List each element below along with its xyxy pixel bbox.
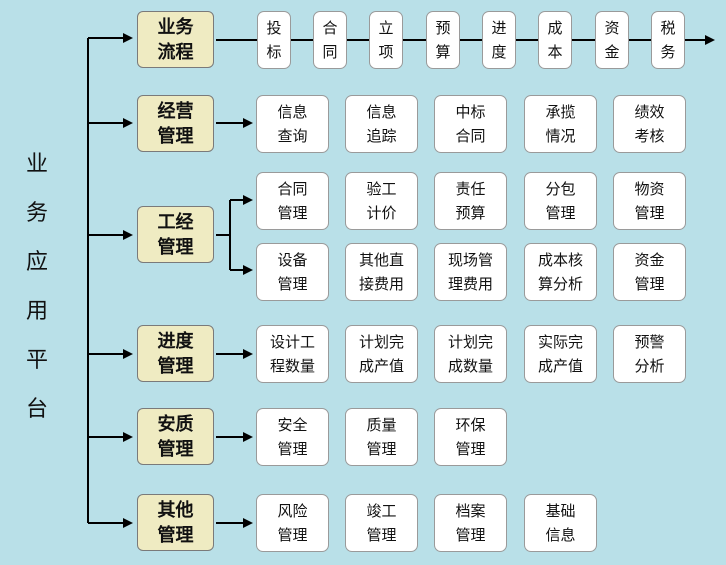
module-label: 实际完 成产值 bbox=[537, 333, 583, 375]
module-label: 绩效 考核 bbox=[634, 103, 665, 145]
module-label: 计划完 成产值 bbox=[358, 333, 404, 375]
module-item: 计划完 成产值 bbox=[345, 325, 418, 383]
module-label: 信息 追踪 bbox=[366, 103, 397, 145]
module-item: 竣工 管理 bbox=[345, 494, 418, 552]
platform-title-text: 业 务 应 用 平 台 bbox=[25, 152, 48, 422]
module-label: 现场管 理费用 bbox=[447, 251, 493, 293]
module-label: 中标 合同 bbox=[455, 103, 486, 145]
module-item: 设备 管理 bbox=[256, 243, 329, 301]
category-label: 进度 管理 bbox=[157, 330, 194, 377]
category-safety-quality: 安质 管理 bbox=[137, 408, 214, 465]
module-item: 资金 管理 bbox=[613, 243, 686, 301]
module-label: 竣工 管理 bbox=[366, 502, 397, 544]
module-label: 分包 管理 bbox=[545, 180, 576, 222]
step-label: 预 算 bbox=[435, 19, 451, 61]
module-item: 风险 管理 bbox=[256, 494, 329, 552]
step-label: 税 务 bbox=[660, 19, 676, 61]
module-item: 信息 查询 bbox=[256, 95, 329, 153]
platform-title: 业 务 应 用 平 台 bbox=[22, 140, 52, 434]
module-label: 安全 管理 bbox=[277, 416, 308, 458]
module-item: 安全 管理 bbox=[256, 408, 329, 466]
step-label: 合 同 bbox=[322, 19, 338, 61]
category-progress-management: 进度 管理 bbox=[137, 325, 214, 382]
step-item: 进 度 bbox=[482, 11, 516, 69]
module-label: 验工 计价 bbox=[366, 180, 397, 222]
module-label: 档案 管理 bbox=[455, 502, 486, 544]
module-label: 质量 管理 bbox=[366, 416, 397, 458]
module-item: 信息 追踪 bbox=[345, 95, 418, 153]
category-label: 安质 管理 bbox=[157, 413, 194, 460]
step-label: 资 金 bbox=[604, 19, 620, 61]
step-item: 成 本 bbox=[538, 11, 572, 69]
module-item: 设计工 程数量 bbox=[256, 325, 329, 383]
category-other-management: 其他 管理 bbox=[137, 494, 214, 551]
module-item: 现场管 理费用 bbox=[434, 243, 507, 301]
step-item: 预 算 bbox=[426, 11, 460, 69]
category-label: 经营 管理 bbox=[157, 100, 194, 147]
category-label: 其他 管理 bbox=[157, 499, 194, 546]
category-operation-management: 经营 管理 bbox=[137, 95, 214, 152]
module-item: 实际完 成产值 bbox=[524, 325, 597, 383]
module-item: 成本核 算分析 bbox=[524, 243, 597, 301]
module-item: 物资 管理 bbox=[613, 172, 686, 230]
step-item: 资 金 bbox=[595, 11, 629, 69]
module-item: 基础 信息 bbox=[524, 494, 597, 552]
step-item: 立 项 bbox=[369, 11, 403, 69]
step-label: 进 度 bbox=[491, 19, 507, 61]
category-engineering-economics: 工经 管理 bbox=[137, 206, 214, 263]
module-item: 承揽 情况 bbox=[524, 95, 597, 153]
module-label: 其他直 接费用 bbox=[358, 251, 404, 293]
step-item: 投 标 bbox=[257, 11, 291, 69]
module-label: 资金 管理 bbox=[634, 251, 665, 293]
module-item: 档案 管理 bbox=[434, 494, 507, 552]
module-label: 预警 分析 bbox=[634, 333, 665, 375]
module-item: 预警 分析 bbox=[613, 325, 686, 383]
category-label: 业务 流程 bbox=[157, 16, 194, 63]
module-item: 绩效 考核 bbox=[613, 95, 686, 153]
module-item: 分包 管理 bbox=[524, 172, 597, 230]
module-item: 合同 管理 bbox=[256, 172, 329, 230]
module-label: 承揽 情况 bbox=[545, 103, 576, 145]
module-label: 责任 预算 bbox=[455, 180, 486, 222]
step-item: 合 同 bbox=[313, 11, 347, 69]
module-label: 信息 查询 bbox=[277, 103, 308, 145]
module-item: 计划完 成数量 bbox=[434, 325, 507, 383]
step-label: 投 标 bbox=[266, 19, 282, 61]
module-item: 验工 计价 bbox=[345, 172, 418, 230]
module-item: 中标 合同 bbox=[434, 95, 507, 153]
step-label: 立 项 bbox=[378, 19, 394, 61]
module-item: 其他直 接费用 bbox=[345, 243, 418, 301]
module-label: 计划完 成数量 bbox=[447, 333, 493, 375]
module-label: 基础 信息 bbox=[545, 502, 576, 544]
module-label: 设计工 程数量 bbox=[269, 333, 315, 375]
module-label: 合同 管理 bbox=[277, 180, 308, 222]
module-label: 环保 管理 bbox=[455, 416, 486, 458]
module-label: 物资 管理 bbox=[634, 180, 665, 222]
module-label: 设备 管理 bbox=[277, 251, 308, 293]
module-item: 环保 管理 bbox=[434, 408, 507, 466]
step-label: 成 本 bbox=[547, 19, 563, 61]
module-item: 质量 管理 bbox=[345, 408, 418, 466]
module-label: 成本核 算分析 bbox=[537, 251, 583, 293]
category-business-process: 业务 流程 bbox=[137, 11, 214, 68]
module-label: 风险 管理 bbox=[277, 502, 308, 544]
category-label: 工经 管理 bbox=[157, 211, 194, 258]
step-item: 税 务 bbox=[651, 11, 685, 69]
module-item: 责任 预算 bbox=[434, 172, 507, 230]
